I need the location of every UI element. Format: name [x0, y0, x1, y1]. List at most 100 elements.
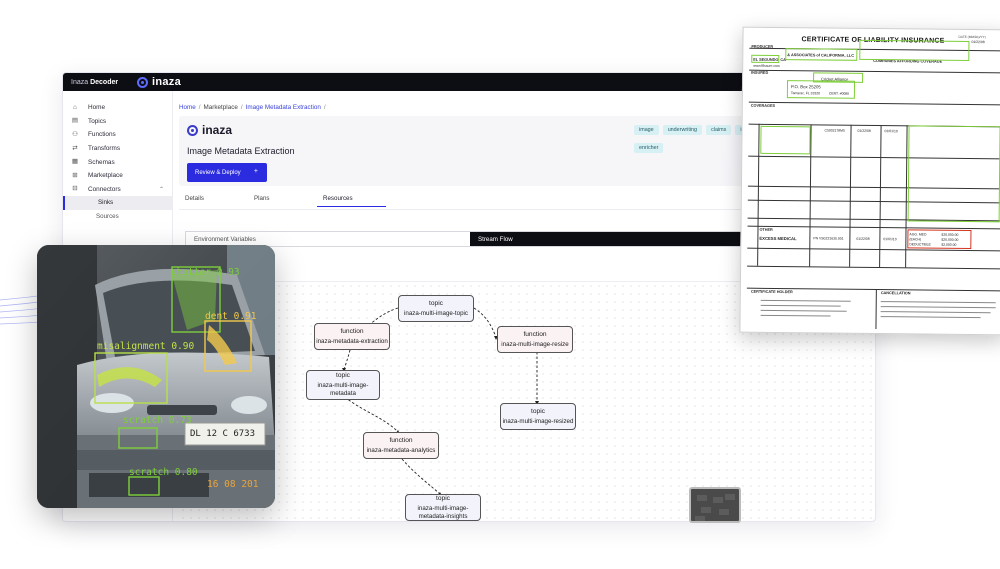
home-icon: ⌂	[73, 103, 77, 111]
tab-resources[interactable]: Resources	[317, 195, 386, 207]
flow-node-function[interactable]: function inaza-metadata-analytics	[363, 432, 439, 459]
header-logo: inaza	[187, 123, 232, 137]
car-illustration	[37, 245, 275, 508]
tab-divider	[179, 209, 875, 210]
flow-node-function[interactable]: function inaza-multi-image-resize	[497, 326, 573, 353]
insurance-certificate: CERTIFICATE OF LIABILITY INSURANCE DATE …	[739, 26, 1000, 336]
review-deploy-label: Review & Deploy	[195, 169, 241, 176]
sidebar-item-label: Marketplace	[88, 172, 123, 180]
excess-effective: 01/22/08	[856, 236, 870, 241]
marketplace-icon: ⊞	[72, 171, 78, 179]
flow-node-function[interactable]: function inaza-metadata-extraction	[314, 323, 390, 350]
sidebar-item-label: Schemas	[88, 158, 115, 166]
tag: image	[634, 125, 659, 135]
flow-node-topic[interactable]: topic inaza-multi-image-resized	[500, 403, 576, 430]
policy-expiration: 01/01/10	[884, 129, 898, 134]
tab-bar: Details Plans Resources	[179, 195, 386, 207]
sidebar-item-label: Topics	[88, 117, 107, 125]
producer-label: PRODUCER	[751, 44, 774, 49]
excess-medical: EXCESS MEDICAL	[759, 235, 797, 242]
functions-icon: ⚇	[72, 130, 78, 138]
breadcrumb-current[interactable]: Image Metadata Extraction	[245, 104, 321, 111]
node-kind: topic	[436, 494, 450, 502]
node-kind: function	[523, 330, 547, 338]
app-name: Inaza Decoder	[71, 79, 137, 86]
car-damage-photo: shatter 0.93 dent 0.91 misalignment 0.90…	[37, 245, 275, 508]
logo-text: inaza	[152, 76, 182, 88]
plus-icon: +	[253, 168, 258, 175]
sidebar-item-transforms[interactable]: ⇄ Transforms	[63, 142, 172, 156]
node-label: inaza-multi-image-resize	[501, 340, 569, 348]
node-kind: function	[389, 436, 413, 444]
detection-label: scratch 0.80	[129, 467, 198, 478]
sidebar-item-functions[interactable]: ⚇ Functions	[63, 128, 172, 142]
tag: underwriting	[662, 125, 703, 135]
cancellation-label: CANCELLATION	[880, 291, 911, 296]
node-label: inaza-multi-image-topic	[404, 309, 468, 317]
sidebar-item-label: Connectors	[88, 185, 121, 193]
photo-timestamp: 16 08 201	[207, 479, 259, 490]
breadcrumb: Home/Marketplace/Image Metadata Extracti…	[179, 104, 326, 111]
tab-details[interactable]: Details	[185, 195, 204, 202]
sidebar-item-home[interactable]: ⌂ Home	[63, 101, 172, 115]
tag: enricher	[634, 143, 664, 153]
producer-web: www.f8ssure.com	[753, 63, 780, 69]
node-label: inaza-multi-image-metadata-insights	[417, 504, 469, 520]
transforms-icon: ⇄	[72, 144, 78, 152]
tag: claims	[706, 125, 732, 135]
certificate-date-label: DATE (MM/DD/YY)	[958, 34, 986, 40]
node-kind: topic	[336, 372, 350, 380]
sidebar-subitem-sinks[interactable]: Sinks	[63, 196, 172, 210]
node-kind: topic	[429, 299, 443, 307]
node-kind: topic	[531, 407, 545, 415]
sidebar-item-schemas[interactable]: ▦ Schemas	[63, 155, 172, 169]
excess-expiration: 01/01/10	[883, 237, 897, 242]
node-kind: function	[340, 327, 364, 335]
certificate-date: 01/22/08	[971, 40, 985, 45]
node-label: inaza-multi-image-resized	[502, 417, 574, 425]
sidebar-subitem-label: Sources	[96, 213, 119, 221]
segment-environment-variables[interactable]: Environment Variables	[186, 232, 470, 246]
sidebar-subitem-sources[interactable]: Sources	[63, 210, 172, 224]
topics-icon: ▤	[71, 117, 79, 125]
chevron-up-icon[interactable]: ⌃	[158, 186, 164, 193]
connectors-icon: ⊟	[72, 185, 78, 193]
flow-node-topic[interactable]: topic inaza-multi-image-metadata	[306, 370, 380, 400]
flow-node-topic[interactable]: topic inaza-multi-image-topic	[398, 295, 474, 322]
logo-mark-icon	[137, 76, 148, 88]
tab-plans[interactable]: Plans	[254, 195, 270, 202]
certificate-holder-label: CERTIFICATE HOLDER	[750, 289, 793, 295]
coverages-label: COVERAGES	[750, 103, 776, 108]
sidebar-item-label: Transforms	[88, 145, 121, 153]
sidebar-item-connectors[interactable]: ⊟ Connectors ⌃	[63, 183, 172, 197]
insured-label: INSURED	[751, 70, 769, 75]
logo-mark-icon	[187, 124, 198, 136]
breadcrumb-home[interactable]: Home	[179, 104, 196, 111]
other-label: OTHER	[759, 227, 773, 232]
review-deploy-button[interactable]: Review & Deploy +	[187, 163, 267, 182]
brand-logo[interactable]: inaza	[137, 76, 181, 88]
policy-effective: 01/22/08	[857, 128, 871, 133]
flow-node-topic[interactable]: topic inaza-multi-image-metadata-insight…	[405, 494, 481, 521]
node-label: inaza-multi-image-metadata	[317, 382, 369, 398]
image-thumbnail[interactable]	[689, 487, 741, 523]
node-label: inaza-metadata-analytics	[366, 446, 436, 454]
sidebar-item-marketplace[interactable]: ⊞ Marketplace	[63, 169, 172, 183]
sidebar-item-label: Functions	[88, 131, 116, 139]
sidebar-subitem-label: Sinks	[98, 199, 114, 207]
breadcrumb-marketplace[interactable]: Marketplace	[203, 104, 238, 111]
schemas-icon: ▦	[71, 158, 79, 166]
excess-policy: PN VS0Z21630.001	[813, 236, 844, 241]
app-name-bold: Decoder	[90, 78, 119, 86]
detection-label: scratch 0.73	[123, 415, 192, 426]
detection-label: dent 0.91	[205, 311, 257, 322]
policy-number: C5002178M5	[824, 128, 845, 133]
page-title: Image Metadata Extraction	[187, 146, 295, 156]
license-plate: DL 12 C 6733	[190, 429, 256, 439]
detection-label: shatter 0.93	[171, 267, 240, 278]
sidebar-item-label: Home	[88, 104, 106, 112]
detection-label: misalignment 0.90	[97, 341, 195, 352]
header-logo-text: inaza	[202, 123, 233, 137]
sidebar-item-topics[interactable]: ▤ Topics	[63, 115, 172, 129]
top-bar: Inaza Decoder inaza	[63, 73, 875, 91]
